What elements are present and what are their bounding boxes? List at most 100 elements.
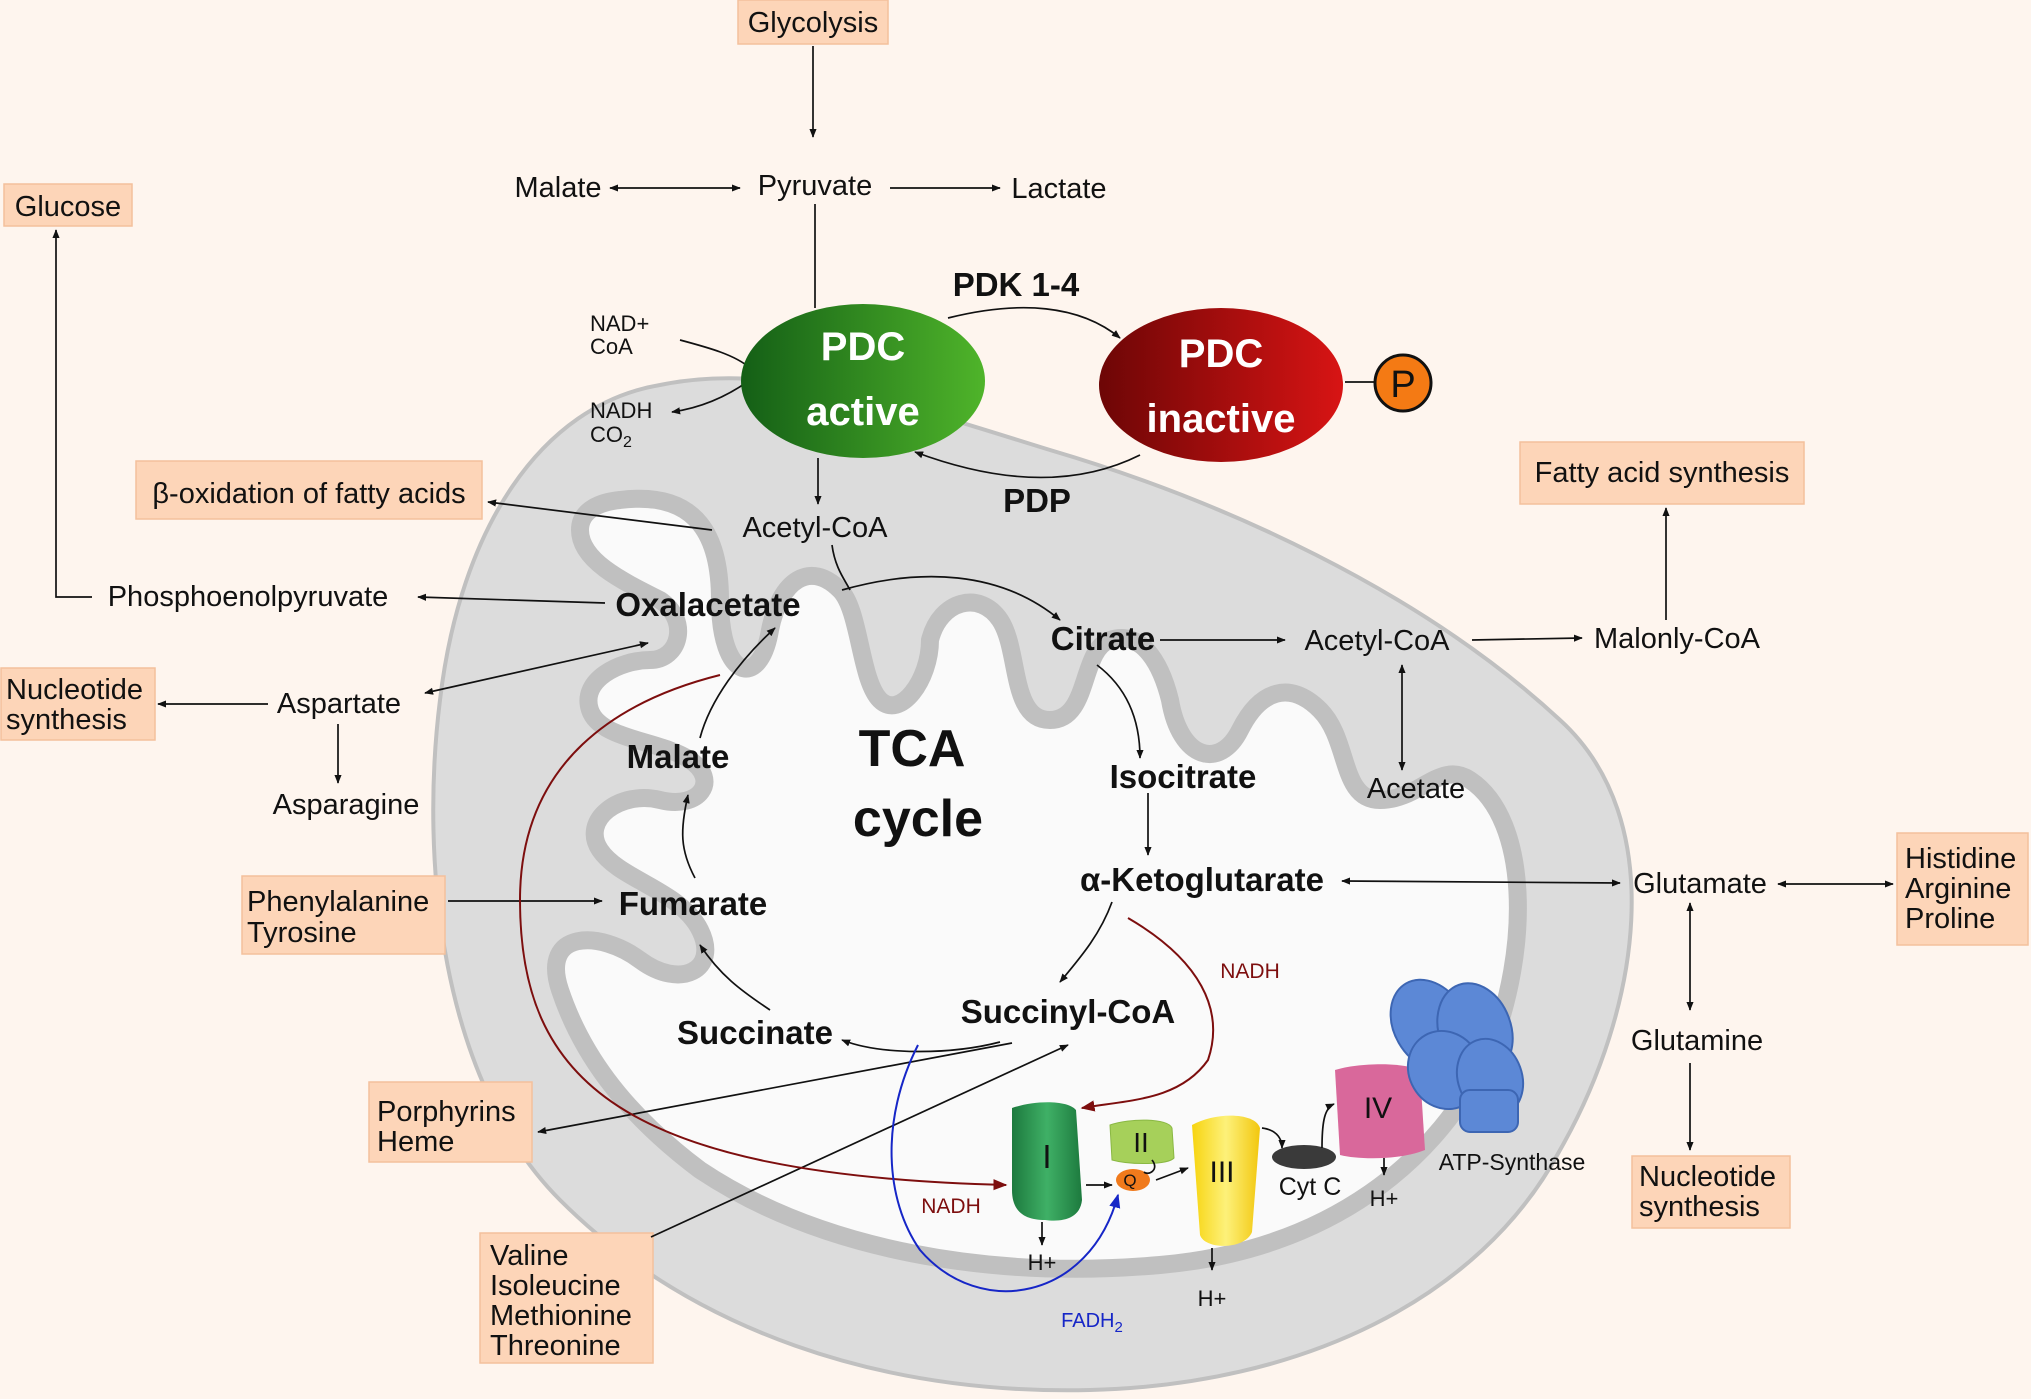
complex-I-shape [1012,1102,1082,1221]
arrow-Q-III [1155,1167,1189,1181]
nucleotide-right-line1: Nucleotide [1639,1161,1776,1193]
nad-label: NAD+ [590,311,649,336]
arrow-III-cytc [1261,1127,1286,1149]
coa-label: CoA [590,334,633,359]
complex-IV-label: IV [1364,1092,1392,1125]
succinate-label: Succinate [677,1014,833,1051]
pdc-inactive-line2: inactive [1147,397,1296,441]
phosphate-label: P [1390,364,1415,406]
threonine-label: Threonine [490,1330,621,1362]
complex-III-shape [1192,1115,1260,1246]
lactate-label: Lactate [1011,173,1106,205]
oxalacetate-label: Oxalacetate [615,586,800,623]
tca-label-line2: cycle [853,790,983,848]
methionine-label: Methionine [490,1300,632,1332]
ubiquinone-shape [1116,1169,1150,1191]
proline-label: Proline [1905,903,1995,935]
fatty-acid-synthesis-box [1519,441,1805,505]
pdc-active-line2: active [806,390,919,434]
malonlycoa-label: Malonly-CoA [1594,623,1761,655]
fatty-acid-synthesis-label: Fatty acid synthesis [1535,457,1790,489]
valine-label: Valine [490,1240,568,1272]
arrow-malate-oxalacetate [699,627,776,739]
tca-label-line1: TCA [859,720,966,778]
arrow-pdk [947,306,1121,339]
pyruvate-label: Pyruvate [758,170,872,202]
electron-transport-chain: I II Q III Cyt C IV ATP-Synthase H+ H+ H… [1012,978,1586,1311]
arrow-oxalacetate-citrate [841,575,1061,621]
arrow-succinylcoa-porphyrins [537,1042,1013,1135]
acetylcoa-cyto-label: Acetyl-CoA [1304,625,1450,657]
nucleotide-left-line1: Nucleotide [6,674,143,706]
citrate-label: Citrate [1051,620,1156,657]
nucleotide-synthesis-left-box [0,667,156,741]
bcaa-box [479,1232,654,1364]
porphyrins-label: Porphyrins [377,1096,516,1128]
glycolysis-box [737,0,889,45]
isocitrate-label: Isocitrate [1110,758,1257,795]
cytc-label: Cyt C [1279,1173,1342,1201]
nadh-left-label: NADH [921,1195,981,1218]
acetate-label: Acetate [1367,773,1465,805]
pathway-arrows [52,46,1894,1293]
arrow-akg-glutamate [1341,877,1621,887]
alpha-kg-label: α-Ketoglutarate [1080,861,1324,898]
complex-II-shape [1109,1119,1175,1165]
arrow-succinate-fumarate [699,944,771,1011]
arrow-fumarate-malate [681,794,696,879]
arrow-nadh-left [518,674,1008,1191]
ubiquinone-label: Q [1123,1171,1136,1190]
arrow-succinylcoa-succinate [841,1039,1001,1053]
porphyrins-heme-box [368,1081,533,1163]
arrow-nadh-right [1080,917,1215,1112]
heme-label: Heme [377,1126,454,1158]
arrow-aspartate-oxalacetate [424,641,649,695]
tyrosine-label: Tyrosine [247,917,357,949]
arrow-bcaa-succinylcoa [650,1044,1069,1238]
line-nad-coa [679,339,751,369]
nadh-right-label: NADH [1220,960,1280,983]
arrow-cytc-IV [1321,1103,1335,1149]
beta-oxidation-box [135,460,483,520]
aspartate-label: Aspartate [277,688,401,720]
complex-I-label: I [1042,1138,1051,1175]
glutamate-label: Glutamate [1633,868,1767,900]
h-plus-IV: H+ [1370,1186,1399,1211]
h-plus-I: H+ [1028,1250,1057,1275]
complex-IV-shape [1335,1064,1425,1159]
nadh-label: NADH [590,398,652,423]
pdk-label: PDK 1-4 [953,266,1080,303]
arrow-fadh2 [890,1044,1121,1293]
fadh2-label: FADH2 [1061,1310,1123,1336]
malate-top-label: Malate [514,172,601,204]
arrow-acetylcoa-betaox [487,499,713,531]
histidine-label: Histidine [1905,843,2016,875]
glycolysis-label: Glycolysis [748,7,879,39]
glucose-box [3,183,133,227]
co2-label: CO2 [590,422,632,451]
nucleotide-left-line2: synthesis [6,704,127,736]
phe-tyr-box [241,875,446,955]
pdc-group: PDC active PDC inactive P [741,304,1433,462]
pathway-boxes: Glycolysis Glucose β-oxidation of fatty … [0,0,2029,1364]
pdc-active-ellipse [741,304,985,458]
metabolite-labels: Malate Pyruvate Lactate NAD+ CoA NADH CO… [108,170,1767,1336]
malate-tca-label: Malate [627,738,730,775]
atp-synthase-shape [1389,978,1525,1133]
acetylcoa-mito-label: Acetyl-CoA [742,512,888,544]
complex-III-label: III [1209,1156,1234,1189]
fumarate-label: Fumarate [619,885,768,922]
arrow-akg-succinylcoa [1059,901,1113,983]
arrow-citrate-isocitrate [1096,664,1144,759]
atp-synthase-label: ATP-Synthase [1439,1149,1586,1175]
phosphate-circle [1373,353,1433,413]
cytc-shape [1272,1145,1336,1169]
h-plus-III: H+ [1198,1286,1227,1311]
arrow-oxalacetate-pep [417,593,606,604]
pdp-label: PDP [1003,482,1071,519]
arrow-pdp [914,451,1141,479]
nucleotide-synthesis-right-box [1631,1155,1791,1229]
arrow-II-Q [1143,1159,1156,1175]
pep-label: Phosphoenolpyruvate [108,581,389,613]
